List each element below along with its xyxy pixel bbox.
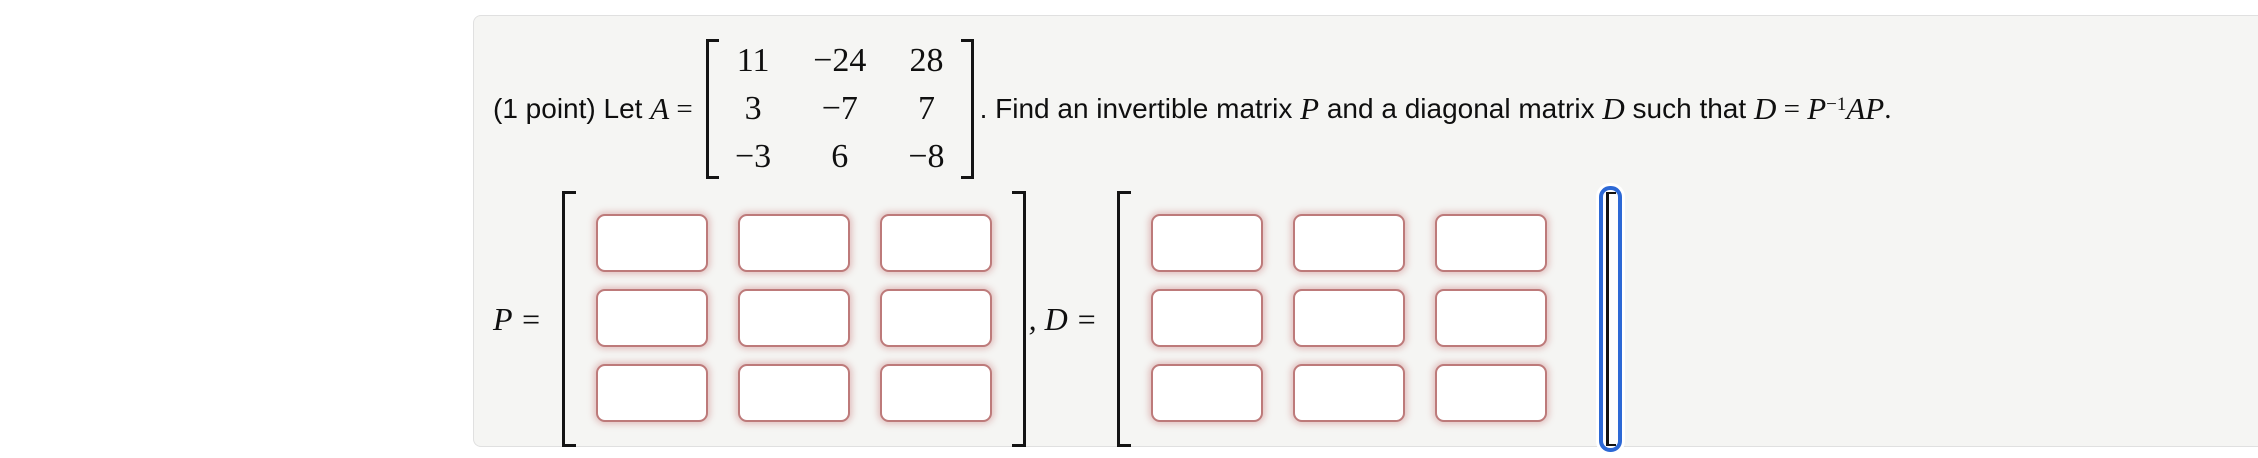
d-input-r2c2[interactable]	[1293, 289, 1406, 347]
p-input-r2c1[interactable]	[595, 289, 708, 347]
d-input-r3c1[interactable]	[1151, 364, 1264, 422]
matrix-A-cell: 11	[736, 42, 770, 79]
p-input-r2c2[interactable]	[737, 289, 850, 347]
var-A: A	[650, 91, 670, 126]
problem-statement: (1 point) Let A = 11 −24 28 3 −7 7 −3 6 …	[474, 37, 2258, 181]
matrix-A-cell: 28	[909, 42, 944, 79]
d-input-r1c1[interactable]	[1151, 214, 1264, 272]
p-matrix-right-bracket	[1011, 191, 1026, 447]
statement-mid1: and a diagonal matrix	[1319, 93, 1603, 124]
matrix-A-cell: −3	[735, 138, 772, 175]
inverse-exponent: −1	[1826, 94, 1847, 115]
matrix-A-cell: 7	[917, 90, 935, 127]
p-input-r3c3[interactable]	[879, 364, 992, 422]
answer-row: P = , D =	[474, 186, 2258, 452]
equation-P-inverse: P−1	[1807, 91, 1847, 126]
var-D: D	[1602, 91, 1625, 126]
d-matrix-left-bracket	[1117, 191, 1132, 447]
d-input-r2c3[interactable]	[1435, 289, 1548, 347]
d-matrix-input	[1117, 191, 1567, 447]
equation-period: .	[1884, 92, 1892, 125]
d-input-r1c3[interactable]	[1435, 214, 1548, 272]
d-matrix-right-bracket-focused[interactable]	[1599, 186, 1623, 452]
statement-find: . Find an invertible matrix	[979, 93, 1301, 124]
matrix-A-values: 11 −24 28 3 −7 7 −3 6 −8	[719, 37, 961, 181]
d-input-r1c2[interactable]	[1293, 214, 1406, 272]
let-label: Let	[603, 93, 651, 124]
p-input-r1c1[interactable]	[595, 214, 708, 272]
matrix-A-right-bracket	[960, 39, 974, 179]
matrix-A-cell: 6	[831, 138, 849, 175]
matrix-A-cell: −7	[821, 90, 858, 127]
d-input-r3c2[interactable]	[1293, 364, 1406, 422]
matrix-A-cell: −24	[813, 42, 867, 79]
equals-sign: =	[669, 92, 700, 125]
matrix-A-cell: −8	[908, 138, 945, 175]
p-input-r3c2[interactable]	[737, 364, 850, 422]
d-equals-label: , D =	[1028, 300, 1106, 337]
d-matrix-grid	[1131, 191, 1567, 447]
p-input-r1c3[interactable]	[879, 214, 992, 272]
problem-panel: (1 point) Let A = 11 −24 28 3 −7 7 −3 6 …	[473, 15, 2258, 452]
matrix-A-left-bracket	[706, 39, 719, 179]
matrix-A-cell: 3	[744, 90, 762, 127]
var-P: P	[1300, 91, 1320, 126]
equation-equals: =	[1776, 92, 1808, 125]
matrix-A: 11 −24 28 3 −7 7 −3 6 −8	[706, 37, 974, 181]
p-input-r1c2[interactable]	[737, 214, 850, 272]
equation-AP: AP	[1846, 91, 1885, 126]
statement-mid2: such that	[1624, 93, 1754, 124]
equation-lhs: D	[1753, 91, 1777, 126]
bracket-glyph	[1606, 192, 1617, 446]
p-equals-label: P =	[493, 300, 550, 337]
d-input-r3c3[interactable]	[1435, 364, 1548, 422]
p-input-r3c1[interactable]	[595, 364, 708, 422]
p-matrix-grid	[576, 191, 1012, 447]
points-label: (1 point)	[493, 93, 604, 124]
d-input-r2c1[interactable]	[1151, 289, 1264, 347]
p-matrix-left-bracket	[561, 191, 576, 447]
p-input-r2c3[interactable]	[879, 289, 992, 347]
p-matrix-input	[561, 191, 1026, 447]
